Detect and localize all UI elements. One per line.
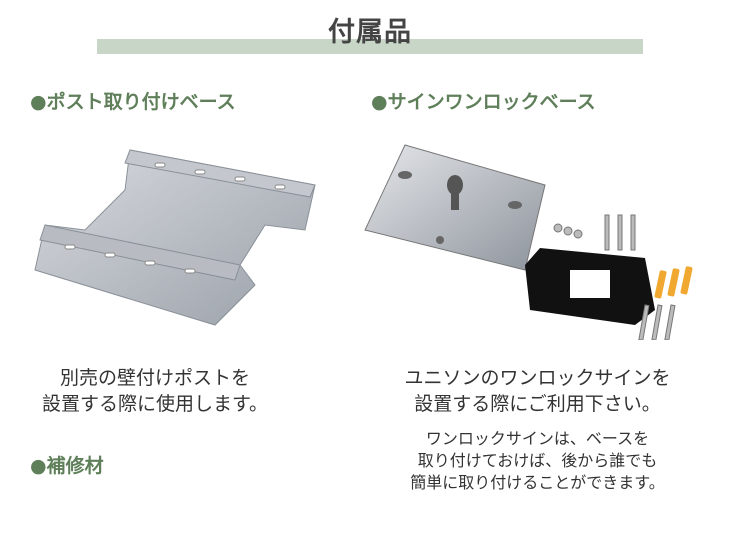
sign-base-description: ユニソンのワンロックサインを 設置する際にご利用下さい。 — [380, 365, 695, 417]
note-line: ワンロックサインは、ベースを — [425, 429, 650, 448]
heading-sign-base: ●サインワンロックベース — [371, 91, 596, 113]
description-line: 設置する際に使用します。 — [41, 393, 269, 415]
post-base-description: 別売の壁付けポストを 設置する際に使用します。 — [0, 365, 310, 417]
description-line: 設置する際にご利用下さい。 — [414, 393, 661, 415]
page-title: 付属品 — [328, 17, 412, 48]
post-mounting-base-image — [34, 149, 316, 326]
description-line: ユニソンのワンロックサインを — [404, 367, 671, 389]
note-line: 取り付けておけば、後から誰でも — [417, 451, 658, 470]
description-line: 別売の壁付けポストを — [59, 367, 250, 389]
heading-repair-material: ●補修材 — [30, 455, 104, 477]
heading-post-base: ●ポスト取り付けベース — [30, 91, 236, 113]
title-underline-bar — [97, 39, 643, 54]
sign-base-note: ワンロックサインは、ベースを 取り付けておけば、後から誰でも 簡単に取り付けるこ… — [380, 428, 695, 494]
note-line: 簡単に取り付けることができます。 — [410, 473, 665, 492]
sign-one-lock-base-image — [364, 144, 693, 340]
